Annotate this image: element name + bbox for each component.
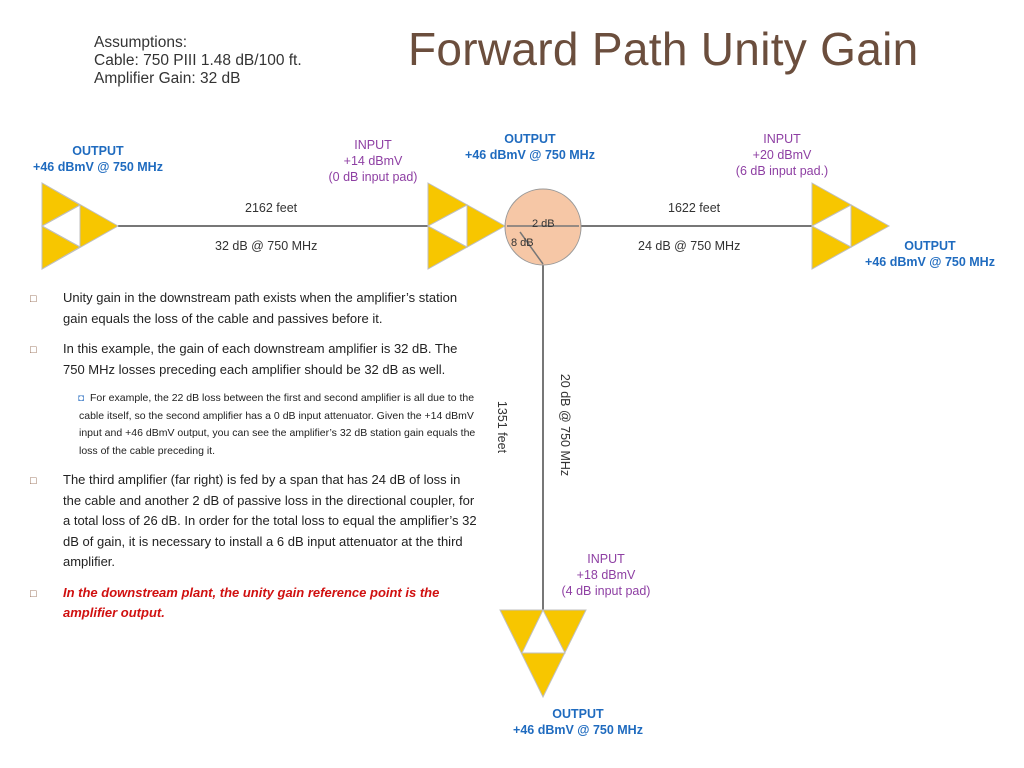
amplifier-3-icon bbox=[810, 182, 891, 270]
bullet-item: □The third amplifier (far right) is fed … bbox=[30, 472, 477, 569]
sub-bullet-square-icon: ◘ bbox=[78, 393, 85, 404]
bullet-item: □ In the downstream plant, the unity gain… bbox=[30, 583, 482, 624]
span3-loss: 20 dB @ 750 MHz bbox=[558, 373, 573, 477]
amp2-output-label: OUTPUT+46 dBmV @ 750 MHz bbox=[465, 132, 595, 162]
amplifier-2-icon bbox=[426, 182, 507, 270]
amp2-input-label: INPUT+14 dBmV(0 dB input pad) bbox=[328, 138, 418, 184]
amp3-output-label: OUTPUT+46 dBmV @ 750 MHz bbox=[865, 239, 995, 269]
span1-loss: 32 dB @ 750 MHz bbox=[215, 239, 318, 253]
amp3-input-label: INPUT+20 dBmV(6 dB input pad.) bbox=[735, 132, 829, 178]
amplifier-4-icon bbox=[499, 608, 587, 699]
bullet-item: □Unity gain in the downstream path exist… bbox=[30, 290, 458, 326]
amp4-input-label: INPUT+18 dBmV(4 dB input pad) bbox=[561, 552, 651, 598]
coupler-thru-loss: 2 dB bbox=[532, 218, 555, 230]
bullet-square-icon: □ bbox=[30, 344, 37, 356]
span1-length: 2162 feet bbox=[245, 201, 298, 215]
span2-length: 1622 feet bbox=[668, 201, 721, 215]
coupler-tap-loss: 8 dB bbox=[511, 237, 534, 249]
unity-gain-reference-note: In the downstream plant, the unity gain … bbox=[63, 584, 440, 621]
directional-coupler-icon bbox=[504, 188, 582, 266]
bullet-list: □Unity gain in the downstream path exist… bbox=[30, 288, 482, 634]
assumptions-cable: Cable: 750 PIII 1.48 dB/100 ft. bbox=[94, 52, 302, 69]
amplifier-1-icon bbox=[40, 182, 120, 270]
assumptions-heading: Assumptions: bbox=[94, 34, 188, 51]
bullet-square-icon: □ bbox=[30, 475, 37, 487]
span3-length: 1351 feet bbox=[495, 400, 510, 454]
bullet-square-icon: □ bbox=[30, 293, 37, 305]
bullet-item: □ In this example, the gain of each down… bbox=[30, 341, 458, 377]
page-title: Forward Path Unity Gain bbox=[408, 23, 919, 75]
bullet-square-icon: □ bbox=[30, 587, 37, 600]
assumptions-gain: Amplifier Gain: 32 dB bbox=[94, 70, 241, 87]
assumptions-box: Assumptions: Cable: 750 PIII 1.48 dB/100… bbox=[94, 34, 302, 88]
coupler-tap-line bbox=[519, 231, 544, 265]
amp4-output-label: OUTPUT+46 dBmV @ 750 MHz bbox=[513, 707, 643, 737]
amp1-output-label: OUTPUT+46 dBmV @ 750 MHz bbox=[33, 144, 163, 174]
span2-loss: 24 dB @ 750 MHz bbox=[638, 239, 741, 253]
sub-bullet-item: ◘For example, the 22 dB loss between the… bbox=[78, 392, 476, 457]
